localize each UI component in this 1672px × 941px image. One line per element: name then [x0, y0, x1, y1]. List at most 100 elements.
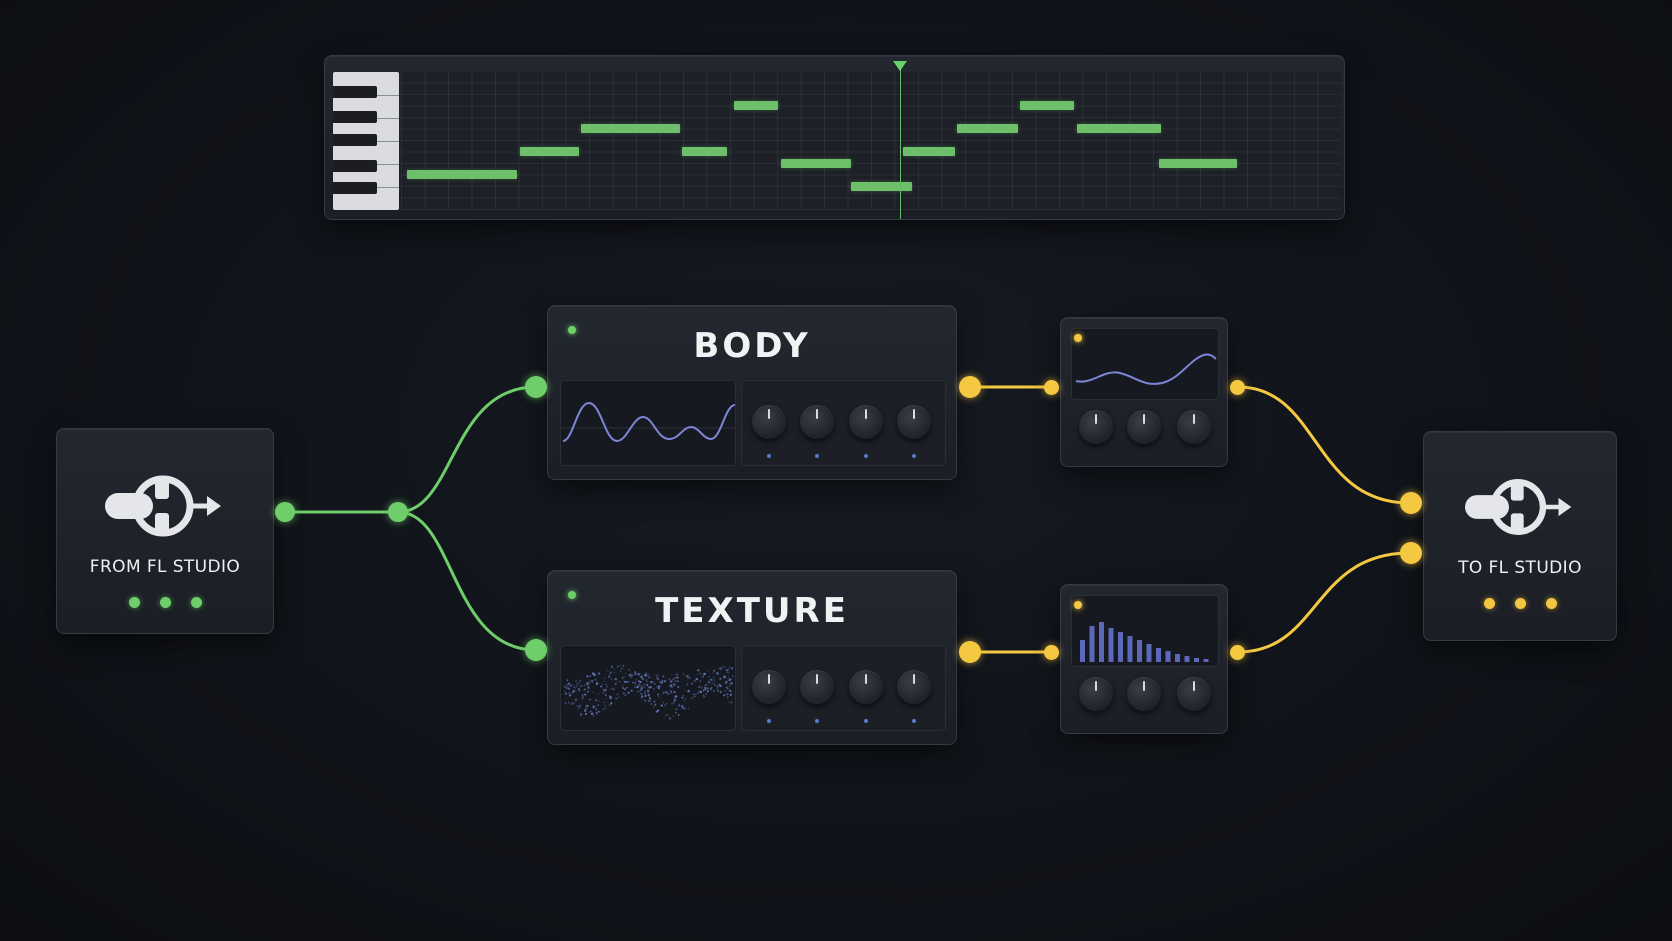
noise-waveform-icon	[564, 664, 734, 720]
noise-particle	[673, 690, 676, 694]
knob[interactable]	[1079, 410, 1113, 444]
noise-particle	[589, 675, 592, 677]
knob[interactable]	[897, 405, 931, 439]
knob-panel	[741, 645, 946, 731]
noise-particle	[634, 671, 637, 674]
noise-particle	[576, 683, 578, 686]
status-dot	[128, 597, 140, 608]
midi-note[interactable]	[851, 181, 913, 191]
noise-particle	[564, 685, 567, 688]
noise-particle	[588, 698, 591, 701]
knob[interactable]	[1127, 410, 1161, 444]
input-port-body[interactable]	[525, 376, 547, 398]
midi-note[interactable]	[407, 170, 518, 179]
knob[interactable]	[752, 405, 786, 439]
split-junction-port[interactable]	[388, 502, 408, 522]
noise-particle	[577, 681, 579, 684]
input-port-destination-1[interactable]	[1400, 492, 1422, 514]
midi-note[interactable]	[956, 124, 1018, 133]
playhead-line[interactable]	[900, 66, 901, 219]
knob[interactable]	[800, 670, 834, 704]
noise-particle	[710, 686, 713, 689]
noise-particle	[719, 690, 722, 694]
noise-particle	[707, 680, 711, 684]
noise-particle	[699, 680, 701, 682]
noise-particle	[673, 698, 677, 702]
noise-particle	[581, 694, 584, 697]
piano-keyboard[interactable]	[333, 72, 399, 210]
texture-synth-module[interactable]: TEXTURE	[547, 570, 957, 745]
black-key[interactable]	[333, 160, 377, 172]
noise-particle	[670, 691, 673, 694]
black-key[interactable]	[333, 134, 377, 146]
output-port-body[interactable]	[959, 376, 981, 398]
knob[interactable]	[1127, 677, 1161, 711]
noise-particle	[610, 702, 613, 705]
noise-particle	[703, 695, 706, 698]
input-port-fx-top[interactable]	[1044, 380, 1059, 395]
black-key[interactable]	[333, 86, 377, 98]
midi-note[interactable]	[780, 158, 852, 168]
noise-particle	[605, 698, 608, 700]
knob[interactable]	[1079, 677, 1113, 711]
midi-note[interactable]	[519, 147, 579, 156]
noise-particle	[640, 695, 644, 699]
knob[interactable]	[849, 405, 883, 439]
noise-particle	[578, 706, 580, 709]
noise-particle	[675, 712, 677, 714]
output-port-fx-bottom[interactable]	[1230, 645, 1245, 660]
noise-particle	[607, 669, 609, 672]
knob[interactable]	[1177, 410, 1211, 444]
spectrum-bar	[1175, 654, 1180, 662]
note-grid[interactable]	[401, 72, 1341, 210]
noise-particle	[622, 664, 625, 667]
noise-particle	[709, 678, 712, 681]
midi-note[interactable]	[681, 147, 727, 156]
noise-particle	[711, 678, 713, 680]
knob[interactable]	[849, 670, 883, 704]
noise-particle	[626, 686, 628, 689]
knob[interactable]	[1177, 677, 1211, 711]
input-port-fx-bottom[interactable]	[1044, 645, 1059, 660]
to-fl-studio-node[interactable]: TO FL STUDIO	[1423, 431, 1617, 641]
midi-note[interactable]	[1076, 124, 1162, 133]
midi-note[interactable]	[1159, 158, 1237, 168]
knob[interactable]	[752, 670, 786, 704]
black-key[interactable]	[333, 111, 377, 123]
fx-module-lfo[interactable]	[1060, 317, 1228, 467]
input-port-texture[interactable]	[525, 639, 547, 661]
noise-particle	[662, 675, 665, 678]
noise-particle	[660, 704, 663, 707]
noise-particle	[640, 685, 643, 688]
output-port-source[interactable]	[275, 502, 295, 522]
noise-particle	[646, 683, 649, 686]
midi-note[interactable]	[902, 147, 955, 156]
midi-note[interactable]	[733, 101, 779, 110]
power-led[interactable]	[1074, 334, 1082, 342]
noise-particle	[627, 680, 630, 683]
noise-particle	[704, 688, 707, 691]
power-led[interactable]	[568, 591, 576, 599]
node-label: TO FL STUDIO	[1458, 558, 1582, 578]
noise-particle	[595, 708, 598, 711]
knob[interactable]	[800, 405, 834, 439]
power-led[interactable]	[1074, 601, 1082, 609]
knob[interactable]	[897, 670, 931, 704]
fx-module-spectrum[interactable]	[1060, 584, 1228, 734]
black-key[interactable]	[333, 182, 377, 194]
noise-particle	[637, 672, 641, 676]
midi-note[interactable]	[1020, 101, 1075, 110]
midi-note[interactable]	[580, 124, 680, 133]
noise-particle	[708, 687, 710, 690]
output-port-texture[interactable]	[959, 641, 981, 663]
noise-particle	[646, 689, 650, 693]
from-fl-studio-node[interactable]: FROM FL STUDIO	[56, 428, 274, 634]
input-port-destination-2[interactable]	[1400, 542, 1422, 564]
noise-particle	[674, 674, 676, 676]
output-port-fx-top[interactable]	[1230, 380, 1245, 395]
body-synth-module[interactable]: BODY	[547, 305, 957, 480]
noise-particle	[583, 689, 585, 691]
piano-roll[interactable]	[324, 55, 1345, 220]
playhead-marker-icon[interactable]	[893, 61, 907, 71]
power-led[interactable]	[568, 326, 576, 334]
